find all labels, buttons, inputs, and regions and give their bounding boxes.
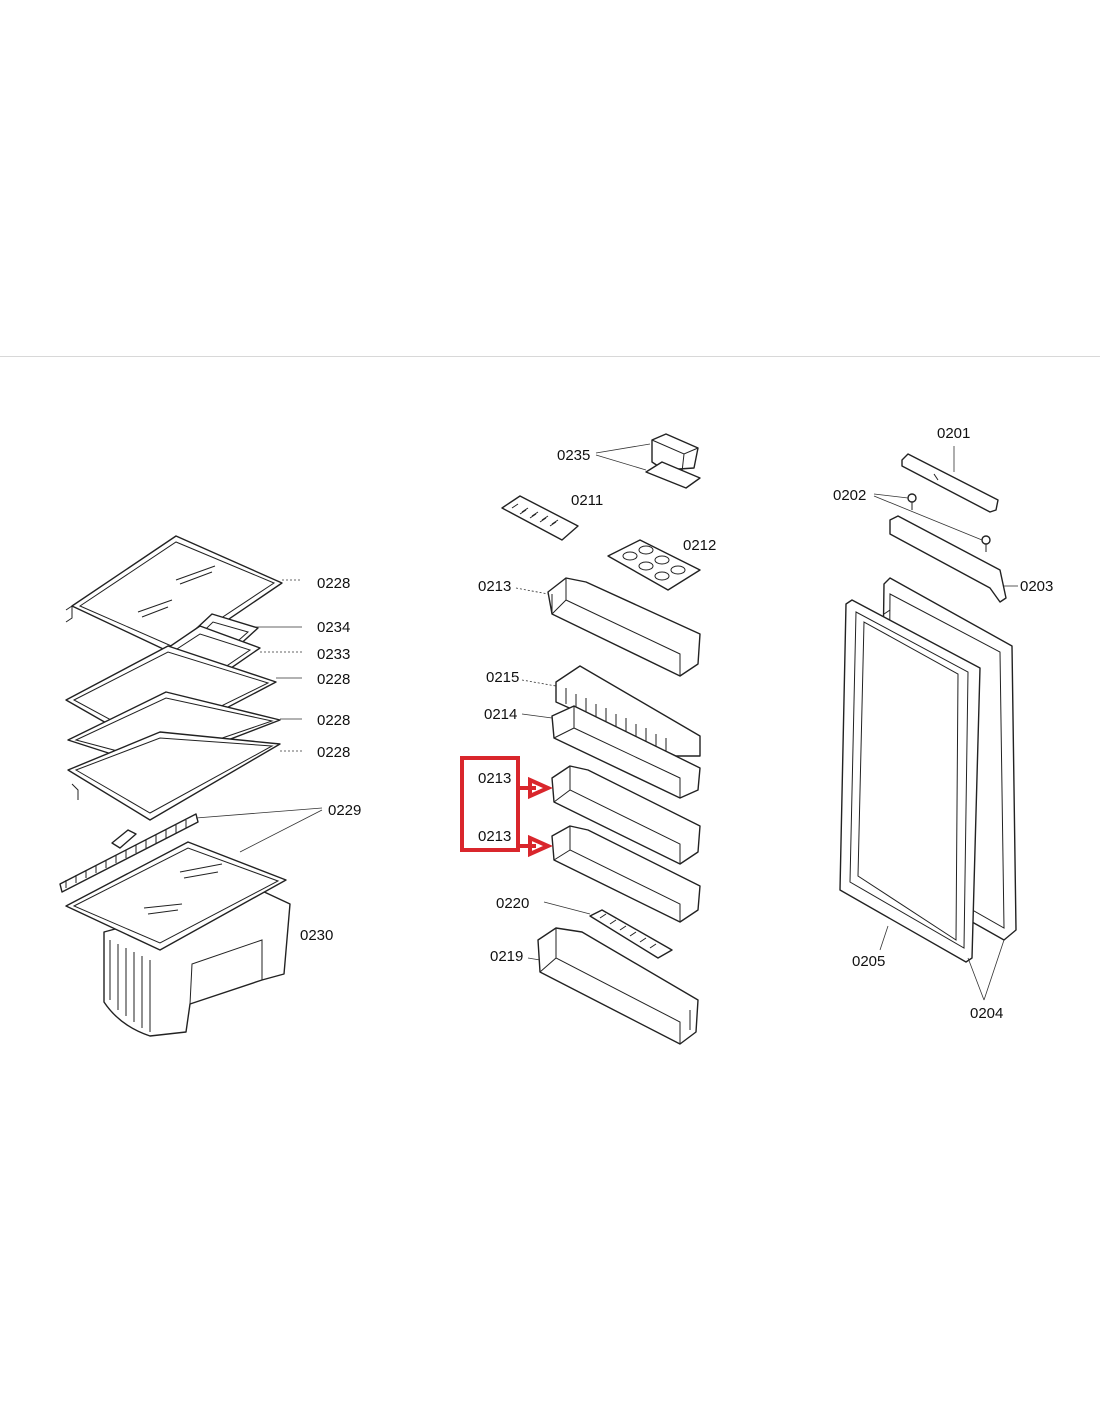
door-balcony-bottom: [551, 825, 701, 923]
door-group: [839, 446, 1018, 1001]
leader-0204: [967, 939, 1005, 1001]
leader-0214: [521, 713, 553, 719]
bottle-balcony: [537, 927, 699, 1045]
door-balcony-group: [501, 433, 701, 1045]
label-0202: 0202: [833, 487, 866, 504]
label-0229: 0229: [328, 802, 361, 819]
label-0214: 0214: [484, 706, 517, 723]
egg-tray: [607, 539, 701, 591]
leader-0235: [595, 443, 651, 471]
label-0235: 0235: [557, 447, 590, 464]
label-0220: 0220: [496, 895, 529, 912]
part-labels: 0228 0234 0233 0228 0228 0228 0229 0230 …: [300, 425, 1053, 1022]
door-balcony-lower: [551, 765, 701, 865]
leader-0202: [873, 493, 983, 541]
label-0204: 0204: [970, 1005, 1003, 1022]
butter-compartment: [645, 433, 701, 489]
label-0201: 0201: [937, 425, 970, 442]
door-handle: [901, 453, 999, 513]
label-0234: 0234: [317, 619, 350, 636]
label-0228-a: 0228: [317, 575, 350, 592]
label-0203: 0203: [1020, 578, 1053, 595]
highlight-arrow-upper: [518, 776, 553, 800]
glass-shelf-bottom: [67, 731, 281, 821]
label-0212: 0212: [683, 537, 716, 554]
divider-line: [0, 356, 1100, 357]
bottle-divider: [589, 909, 673, 959]
label-0213-mid: 0213: [478, 770, 511, 787]
leader-0213-top: [515, 587, 549, 595]
bottle-guard-cover: [555, 665, 701, 757]
label-0228-c: 0228: [317, 712, 350, 729]
highlight-arrow-lower: [518, 834, 553, 858]
handle-bracket: [889, 515, 1007, 603]
label-0219: 0219: [490, 948, 523, 965]
label-0215: 0215: [486, 669, 519, 686]
glass-shelf-top: [65, 535, 283, 656]
label-0228-b: 0228: [317, 671, 350, 688]
highlight-box: [460, 756, 520, 852]
highlight-annotation: [460, 756, 553, 858]
label-0228-d: 0228: [317, 744, 350, 761]
door-balcony-middle: [551, 705, 701, 799]
label-0205: 0205: [852, 953, 885, 970]
leader-0229: [195, 807, 323, 853]
door-gasket: [839, 599, 981, 963]
door-balcony-top: [547, 577, 701, 677]
leader-0219: [527, 957, 541, 961]
ice-cube-tray: [501, 495, 579, 541]
crisper-drawer: [65, 841, 291, 1037]
label-0230: 0230: [300, 927, 333, 944]
label-0211: 0211: [571, 492, 603, 509]
label-0213-low: 0213: [478, 828, 511, 845]
label-0233: 0233: [317, 646, 350, 663]
shelf-trim-strips: [59, 813, 199, 893]
leader-0205: [879, 925, 889, 951]
leader-0220: [543, 901, 591, 915]
label-0213-top: 0213: [478, 578, 511, 595]
shelf-group: [59, 535, 323, 1037]
leader-0215: [521, 679, 557, 687]
